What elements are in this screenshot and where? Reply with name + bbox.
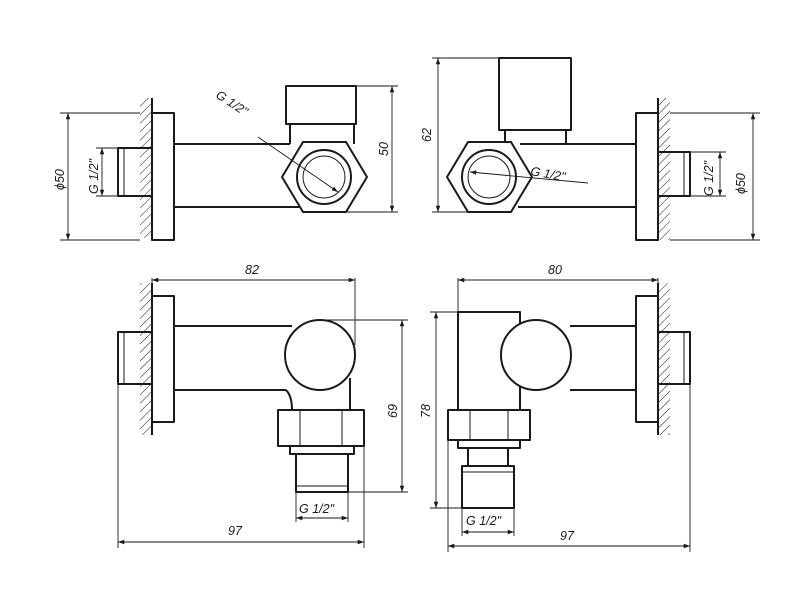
inlet-thread: [657, 151, 691, 197]
wall-hatch: [658, 98, 670, 240]
view-top-left: G 1/2" ϕ50 G 1/2" 50: [53, 85, 398, 241]
width-top-label: 82: [245, 263, 259, 277]
body-neck: [285, 378, 351, 411]
diameter-label: ϕ50: [734, 173, 748, 194]
hex-nut: [281, 141, 368, 213]
height-label: 69: [386, 404, 400, 418]
width-bottom-label: 97: [560, 529, 575, 543]
outlet-label: G 1/2": [299, 502, 335, 516]
outlet-leader: [469, 170, 589, 184]
wall-hatch: [140, 98, 152, 238]
inlet-thread: [657, 331, 691, 385]
view-top-right: G 1/2" 62 G 1/2" ϕ50: [420, 57, 760, 241]
wall-hatch: [658, 283, 670, 435]
outlet-thread: [461, 465, 515, 509]
inlet-thread: [117, 147, 153, 197]
outlet-label: G 1/2": [466, 514, 502, 528]
wall-hatch: [140, 283, 152, 435]
height-label: 50: [377, 142, 391, 156]
view-bottom-left: 82 69 G 1/2" 97: [117, 263, 408, 548]
view-bottom-right: 80 78 G 1/2" 97: [419, 263, 691, 552]
outlet-bore-inner: [467, 155, 511, 199]
outlet-bore-outer: [296, 149, 352, 205]
height-label: 62: [420, 128, 434, 142]
diameter-label: ϕ50: [53, 169, 67, 190]
outlet-label: G 1/2": [529, 164, 566, 184]
collar: [457, 439, 521, 449]
thread-label: G 1/2": [87, 158, 101, 194]
collar: [289, 445, 355, 455]
handle-neck: [289, 124, 355, 144]
height-label: 78: [419, 404, 433, 418]
union-nut: [277, 409, 365, 447]
outlet-bore-inner: [302, 155, 346, 199]
mounting-flange: [151, 112, 175, 241]
mounting-flange: [635, 295, 659, 423]
handle: [285, 85, 357, 125]
outlet-leader: [257, 136, 339, 193]
handle: [498, 57, 572, 131]
width-top-label: 80: [548, 263, 562, 277]
mounting-flange: [151, 295, 175, 423]
outlet-thread: [295, 453, 349, 493]
inlet-thread: [117, 331, 153, 385]
outlet-bore-outer: [461, 149, 517, 205]
handle-top-view: [500, 319, 572, 391]
mounting-flange: [635, 112, 659, 241]
width-bottom-label: 97: [228, 524, 243, 538]
handle-neck: [504, 130, 567, 144]
thread-label: G 1/2": [702, 160, 716, 196]
union-nut: [447, 409, 531, 441]
outlet-label: G 1/2": [213, 88, 250, 119]
handle-top-view: [284, 319, 356, 391]
